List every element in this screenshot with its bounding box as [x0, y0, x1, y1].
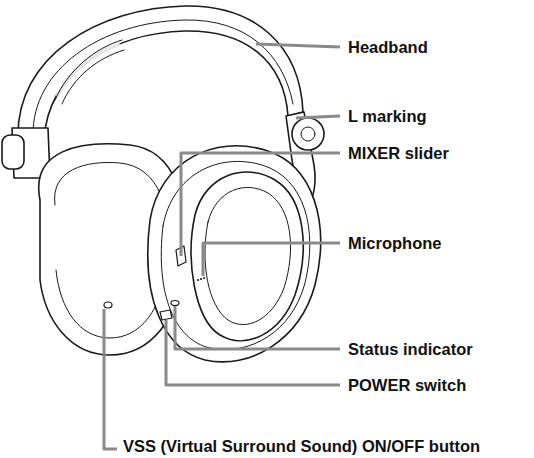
headband-slot: [58, 45, 118, 95]
part-label: Microphone: [348, 234, 442, 252]
status-indicator: [171, 301, 179, 306]
leader-line: [296, 116, 340, 118]
part-label: POWER switch: [348, 376, 466, 394]
vss-button: [104, 302, 112, 308]
part-label: Headband: [348, 38, 428, 56]
left-hinge: [2, 135, 24, 169]
leader-line: [175, 306, 340, 349]
leader-line: [203, 243, 340, 276]
leader-lines: [104, 44, 340, 449]
part-label: VSS (Virtual Surround Sound) ON/OFF butt…: [123, 437, 480, 455]
leader-line: [104, 309, 117, 449]
power-switch: [160, 310, 172, 320]
part-label: Status indicator: [348, 340, 473, 358]
right-hinge: [292, 118, 324, 150]
part-label: MIXER slider: [348, 144, 449, 162]
ear-pad: [191, 172, 303, 341]
headband-inner: [33, 20, 293, 135]
microphone-holes: [197, 277, 205, 281]
leader-line: [166, 320, 340, 385]
headband: [18, 6, 303, 140]
part-label: L marking: [348, 107, 427, 125]
leader-line: [181, 153, 340, 256]
l-marking: [301, 127, 315, 141]
ear-pad-inner: [205, 187, 291, 324]
headband-slot-outline: [55, 40, 124, 104]
leader-line: [256, 44, 340, 47]
earcup-rim: [161, 161, 310, 349]
